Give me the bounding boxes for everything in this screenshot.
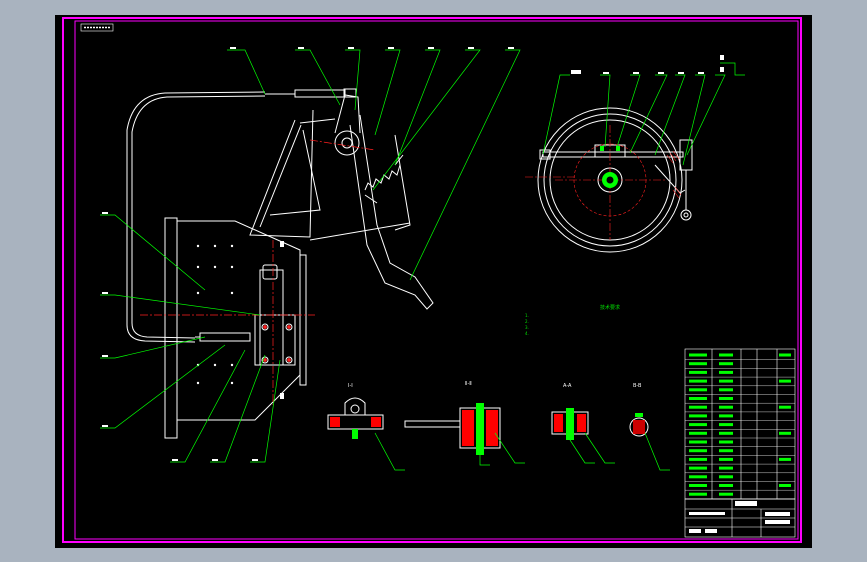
drum-leaders xyxy=(542,62,745,166)
tech-requirements-title: 技术要求 xyxy=(599,305,620,311)
parts-list-cell xyxy=(689,370,707,374)
drum-hub-green xyxy=(600,146,620,188)
parts-list-cell xyxy=(689,492,707,496)
parts-list-cell xyxy=(719,457,733,461)
title-block-fills xyxy=(689,501,790,533)
parts-list-cell xyxy=(689,405,707,409)
parts-list-cell xyxy=(689,397,707,400)
parts-list-cell xyxy=(779,431,791,435)
parts-list-cell xyxy=(689,475,707,479)
pedal-balloon-marks xyxy=(102,47,514,461)
sheet-frame xyxy=(62,17,802,543)
mounting-holes xyxy=(196,244,234,385)
section-leaders xyxy=(374,432,670,471)
title-block xyxy=(684,498,796,538)
parts-list-cell xyxy=(689,484,707,487)
parts-list-cell xyxy=(689,414,707,418)
section-a-label: Ⅰ-Ⅰ xyxy=(348,383,353,389)
parts-list-cell xyxy=(689,449,707,453)
parts-list-cell xyxy=(719,379,733,383)
parts-list-cell xyxy=(719,370,733,374)
parts-list-cell xyxy=(689,379,707,383)
parts-list-cell xyxy=(689,423,707,427)
parts-list-cell xyxy=(719,397,733,400)
parts-list-cell xyxy=(719,492,733,496)
cad-drawing-canvas[interactable]: Ⅰ-Ⅰ Ⅱ-Ⅱ A-A B-B 技术要求 1. 2. 3. 4. xyxy=(55,15,812,548)
parts-list-cell xyxy=(719,484,733,487)
parts-list-cell xyxy=(779,379,791,383)
parts-list-cell xyxy=(719,466,733,470)
tech-line: 4. xyxy=(525,331,529,336)
parts-list-cell xyxy=(719,440,733,444)
parts-list-cell xyxy=(719,423,733,427)
parts-list-rows xyxy=(685,353,795,500)
parts-list-cell xyxy=(779,457,791,461)
tech-line: 3. xyxy=(525,325,529,330)
parts-list-cell xyxy=(719,353,733,357)
pedal-assembly-view xyxy=(126,88,434,439)
pedal-centerlines xyxy=(140,139,376,405)
parts-list-cell xyxy=(719,449,733,453)
parts-list-cell xyxy=(719,405,733,409)
tech-line: 1. xyxy=(525,313,529,318)
parts-list-cell xyxy=(689,353,707,357)
section-c-label: A-A xyxy=(563,383,572,389)
parts-list-cell xyxy=(719,475,733,479)
section-hatch xyxy=(330,410,645,446)
section-b-label: Ⅱ-Ⅱ xyxy=(465,381,472,387)
tech-line: 2. xyxy=(525,319,529,324)
drawing-number-tag xyxy=(80,23,114,32)
parts-list-cell xyxy=(779,353,791,357)
parts-list-cell xyxy=(779,484,791,487)
drawing-svg: Ⅰ-Ⅰ Ⅱ-Ⅱ A-A B-B xyxy=(62,17,802,543)
parts-list-cell xyxy=(689,457,707,461)
parts-list-table xyxy=(684,348,796,500)
pedal-leaders xyxy=(100,49,521,463)
parts-list-cell xyxy=(689,431,707,435)
technical-requirements: 技术要求 1. 2. 3. 4. xyxy=(525,305,695,337)
parts-list-cell xyxy=(779,405,791,409)
parts-list-cell xyxy=(719,414,733,418)
parts-list-cell xyxy=(719,431,733,435)
drum-balloon-marks xyxy=(571,55,724,74)
parts-list-cell xyxy=(689,362,707,366)
parts-list-cell xyxy=(719,388,733,392)
section-inserts xyxy=(352,403,643,455)
parts-list-cell xyxy=(689,388,707,392)
parts-list-cell xyxy=(689,440,707,444)
section-d-label: B-B xyxy=(633,383,642,389)
parts-list-cell xyxy=(689,466,707,470)
parts-list-cell xyxy=(719,362,733,366)
